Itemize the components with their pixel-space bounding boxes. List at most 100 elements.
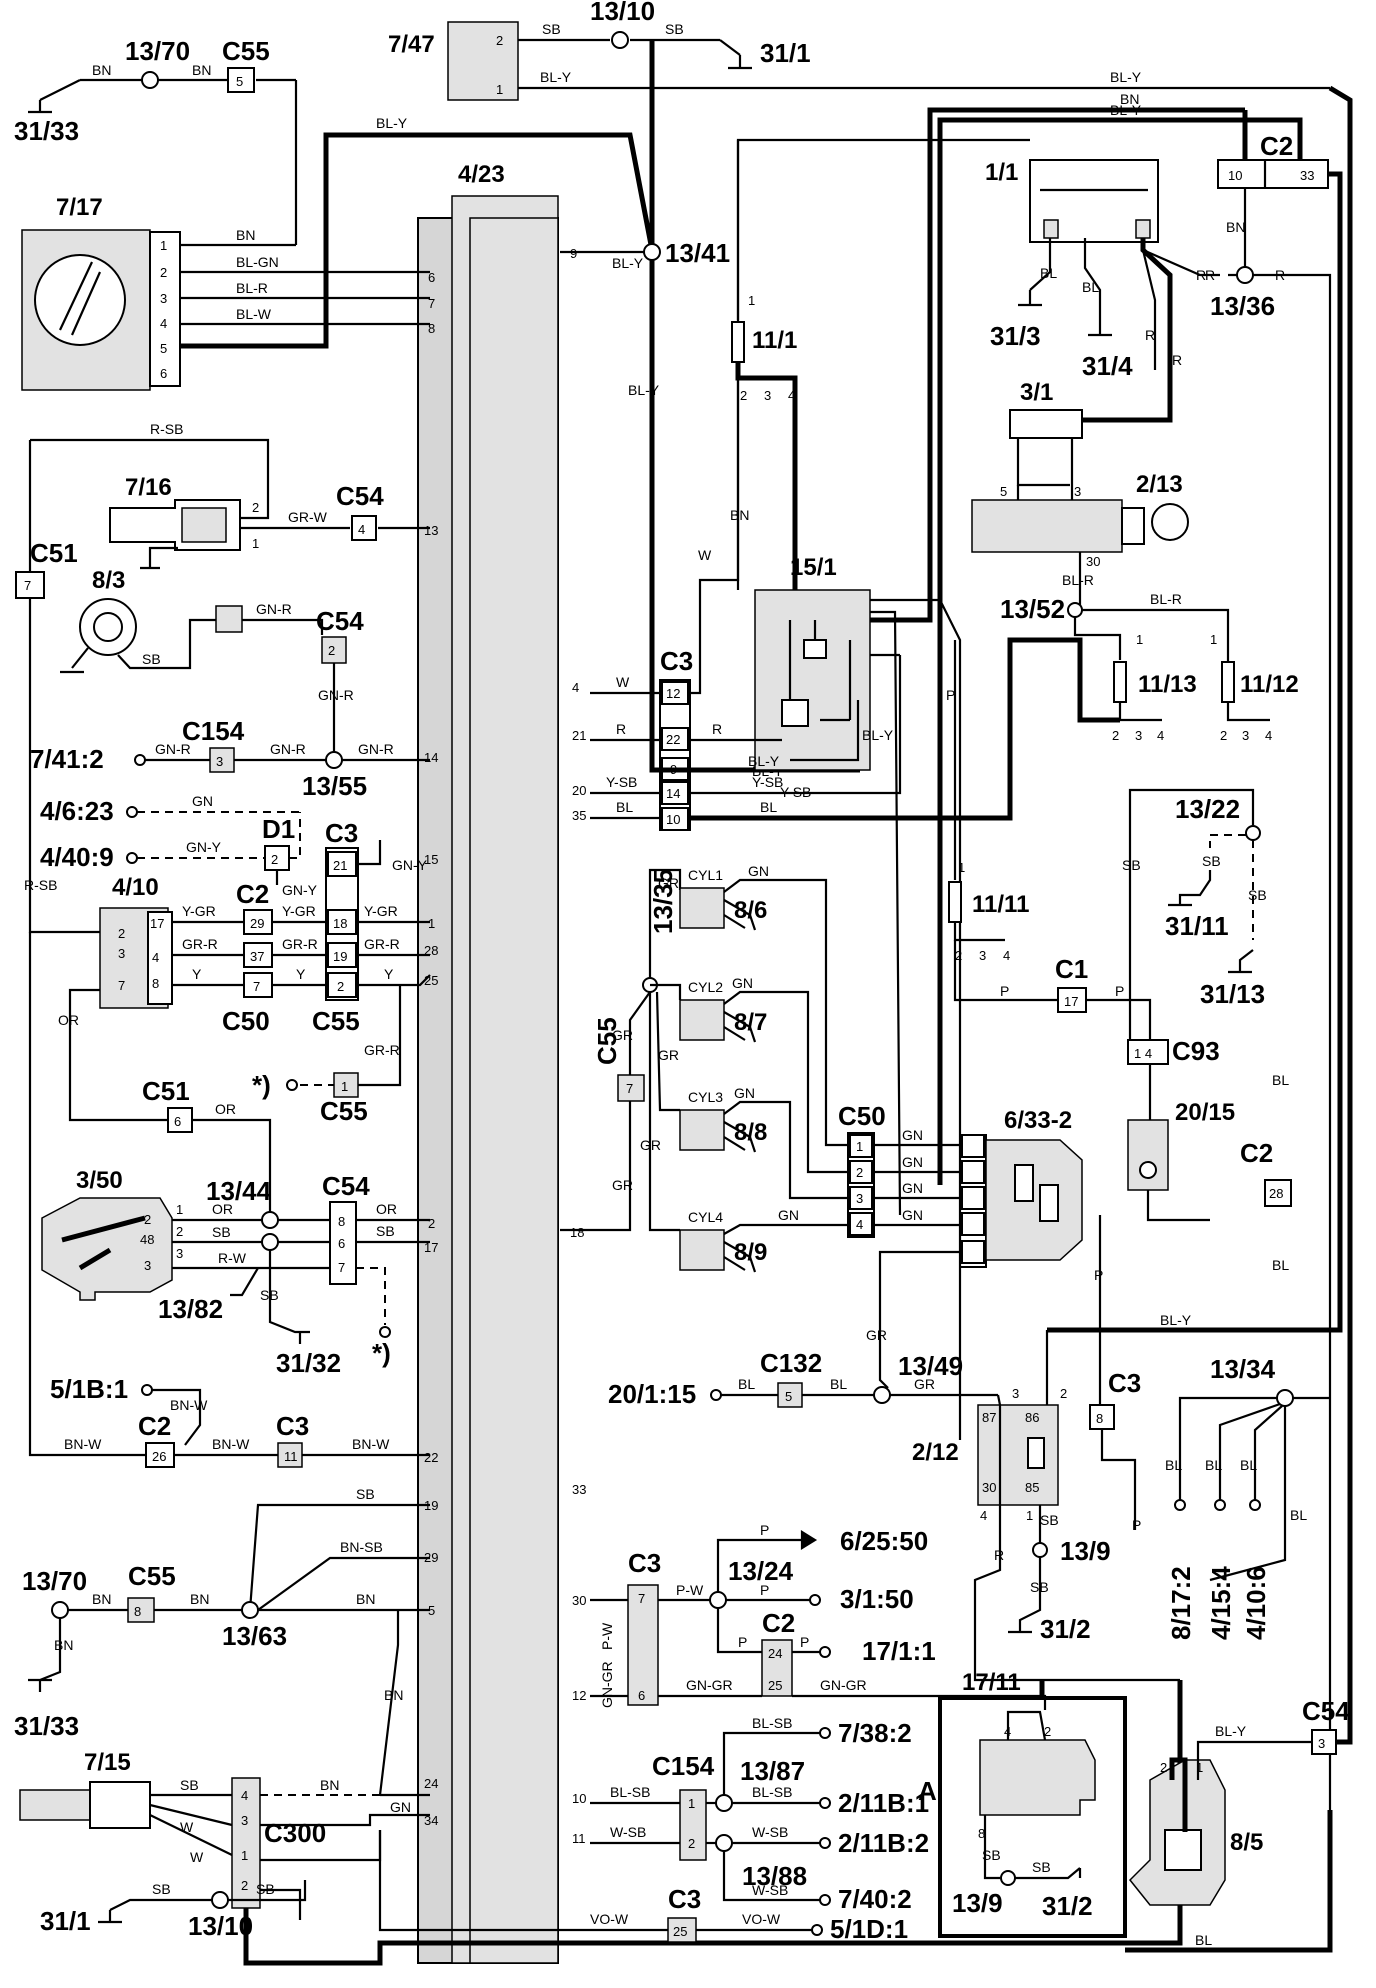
ecu-pin-6: 6 (428, 270, 435, 285)
svg-text:GR: GR (658, 1047, 679, 1063)
svg-text:26: 26 (152, 1449, 166, 1464)
ecu-pin-12: 12 (572, 1688, 586, 1703)
connector-c55-bottom: C55 (128, 1561, 176, 1591)
svg-text:3: 3 (118, 946, 125, 961)
svg-text:4: 4 (1265, 728, 1272, 743)
svg-text:SB: SB (356, 1486, 375, 1502)
connector-c50-group: 1 2 3 4 C50 GN GN GN GN 6/33-2 GR (838, 1101, 1083, 1389)
splice-13-41: 13/41 (665, 238, 730, 268)
svg-text:BL-Y: BL-Y (1160, 1312, 1192, 1328)
ecu-pin-5: 5 (428, 1603, 435, 1618)
svg-text:19: 19 (333, 949, 347, 964)
c132-row: 20/1:15 5 C132 13/49 BL BL GR (608, 1348, 998, 1409)
connector-c3-4-10: C3 (325, 818, 358, 848)
svg-text:BL: BL (738, 1376, 755, 1392)
fuse-11-12-label: 11/12 (1240, 671, 1299, 698)
svg-text:GN: GN (748, 863, 769, 879)
svg-text:87: 87 (982, 1410, 996, 1425)
svg-text:SB: SB (1030, 1579, 1049, 1595)
fuse-11-1-group: 1 11/1 2 3 4 BN (730, 140, 798, 590)
ecu-pin-22: 22 (424, 1450, 438, 1465)
svg-text:24: 24 (768, 1646, 782, 1661)
svg-text:2: 2 (740, 388, 747, 403)
svg-text:BN: BN (54, 1637, 73, 1653)
svg-text:GR: GR (658, 875, 679, 891)
svg-text:BL: BL (1082, 279, 1099, 295)
svg-text:P: P (760, 1522, 769, 1538)
d1-group: 4/6:23 GN 4/40:9 2 D1 GN-Y GN-Y (40, 793, 318, 898)
svg-text:VO-W: VO-W (742, 1911, 781, 1927)
svg-text:2: 2 (241, 1878, 248, 1893)
svg-text:BL: BL (1272, 1257, 1289, 1273)
svg-text:2: 2 (160, 265, 167, 280)
c3-lower-group: 7 6 C3 P-W GN-GR P-W 13/24 6/25:50 P 3/1… (590, 1522, 1047, 1710)
svg-text:SB: SB (1122, 857, 1141, 873)
connector-d1: D1 (262, 814, 295, 844)
svg-text:BN: BN (190, 1591, 209, 1607)
vow-row: 25 C3 5/1D:1 VO-W VO-W (378, 1830, 908, 1944)
svg-text:BL-SB: BL-SB (752, 1784, 792, 1800)
svg-text:P: P (1115, 983, 1124, 999)
svg-text:GN: GN (734, 1085, 755, 1101)
svg-text:3: 3 (176, 1246, 183, 1261)
splice-13-63: 13/63 (222, 1621, 287, 1651)
svg-text:2: 2 (955, 948, 962, 963)
svg-text:2: 2 (118, 926, 125, 941)
svg-text:6: 6 (338, 1236, 345, 1251)
svg-text:SB: SB (1040, 1512, 1059, 1528)
splice-13-34-group: 13/34 BL BL BL BL 8/17:2 4/15:4 4/10:6 2… (1165, 1072, 1330, 1640)
svg-text:5: 5 (1000, 484, 1007, 499)
svg-text:GN: GN (902, 1180, 923, 1196)
svg-text:BN: BN (384, 1687, 403, 1703)
ref-4-40-9: 4/40:9 (40, 842, 114, 872)
top-left-ground-group: 5 31/33 13/70 C55 BN BN (14, 36, 298, 247)
svg-text:30: 30 (1086, 554, 1100, 569)
svg-text:3: 3 (1242, 728, 1249, 743)
svg-text:GN-GR: GN-GR (820, 1677, 867, 1693)
splice-13-49-icon (873, 1386, 891, 1404)
ref-7-38-2: 7/38:2 (838, 1718, 912, 1748)
component-3-50-group: 3/50 2 48 3 1 2 3 13/44 13/82 OR SB R-W … (41, 1167, 430, 1378)
splice-13-52-icon (1067, 602, 1083, 618)
svg-text:BL-Y: BL-Y (628, 382, 660, 398)
component-7-47-group: 2 1 7/47 13/10 31/1 SB SB BL-Y BL-Y (388, 0, 1330, 101)
component-17-11-group: 17/11 A 4 2 8 SB 13/9 SB 31/2 (918, 1669, 1127, 1938)
connector-c154-lower: C154 (652, 1751, 715, 1781)
svg-text:2: 2 (176, 1224, 183, 1239)
svg-text:BN-W: BN-W (212, 1436, 250, 1452)
svg-text:28: 28 (1269, 1186, 1283, 1201)
svg-text:BL-Y: BL-Y (862, 727, 894, 743)
svg-text:R-SB: R-SB (24, 877, 57, 893)
connector-c300: C300 (264, 1818, 326, 1848)
svg-text:R-SB: R-SB (150, 421, 183, 437)
component-2-12-group: 2/12 87 86 30 85 3 2 4 1 BL-Y SB 13/9 SB… (912, 1215, 1340, 1682)
splice-13-36-icon (1236, 266, 1254, 284)
component-8-3-group: 8/3 SB GN-R (60, 567, 324, 674)
component-6-33-2-label: 20/15 (1175, 1099, 1235, 1126)
svg-text:BN: BN (92, 1591, 111, 1607)
c55-lower-group: 1 *) C55 GR-R (252, 985, 402, 1126)
svg-text:3: 3 (979, 948, 986, 963)
splice-13-87: 13/87 (740, 1756, 805, 1786)
svg-text:10: 10 (666, 812, 680, 827)
svg-text:8: 8 (152, 976, 159, 991)
svg-text:P: P (1000, 983, 1009, 999)
svg-text:3: 3 (764, 388, 771, 403)
connector-c1: C1 (1055, 954, 1088, 984)
svg-text:3: 3 (856, 1191, 863, 1206)
svg-text:Y-GR: Y-GR (182, 903, 216, 919)
splice-13-49: 13/49 (898, 1351, 963, 1381)
svg-text:GN-Y: GN-Y (282, 882, 318, 898)
svg-text:GN: GN (902, 1207, 923, 1223)
svg-text:GN: GN (902, 1127, 923, 1143)
svg-text:8: 8 (1096, 1411, 1103, 1426)
svg-text:SB: SB (542, 21, 561, 37)
component-8-5-label: 8/5 (1230, 1829, 1263, 1856)
svg-text:12: 12 (666, 686, 680, 701)
ref-2-11b-2: 2/11B:2 (838, 1828, 929, 1858)
splice-13-70-bottom: 13/70 (22, 1566, 87, 1596)
svg-text:BL-W: BL-W (236, 306, 272, 322)
component-15-1-group: 3/1 (1009, 379, 1110, 487)
fuse-11-13 (1113, 661, 1127, 703)
